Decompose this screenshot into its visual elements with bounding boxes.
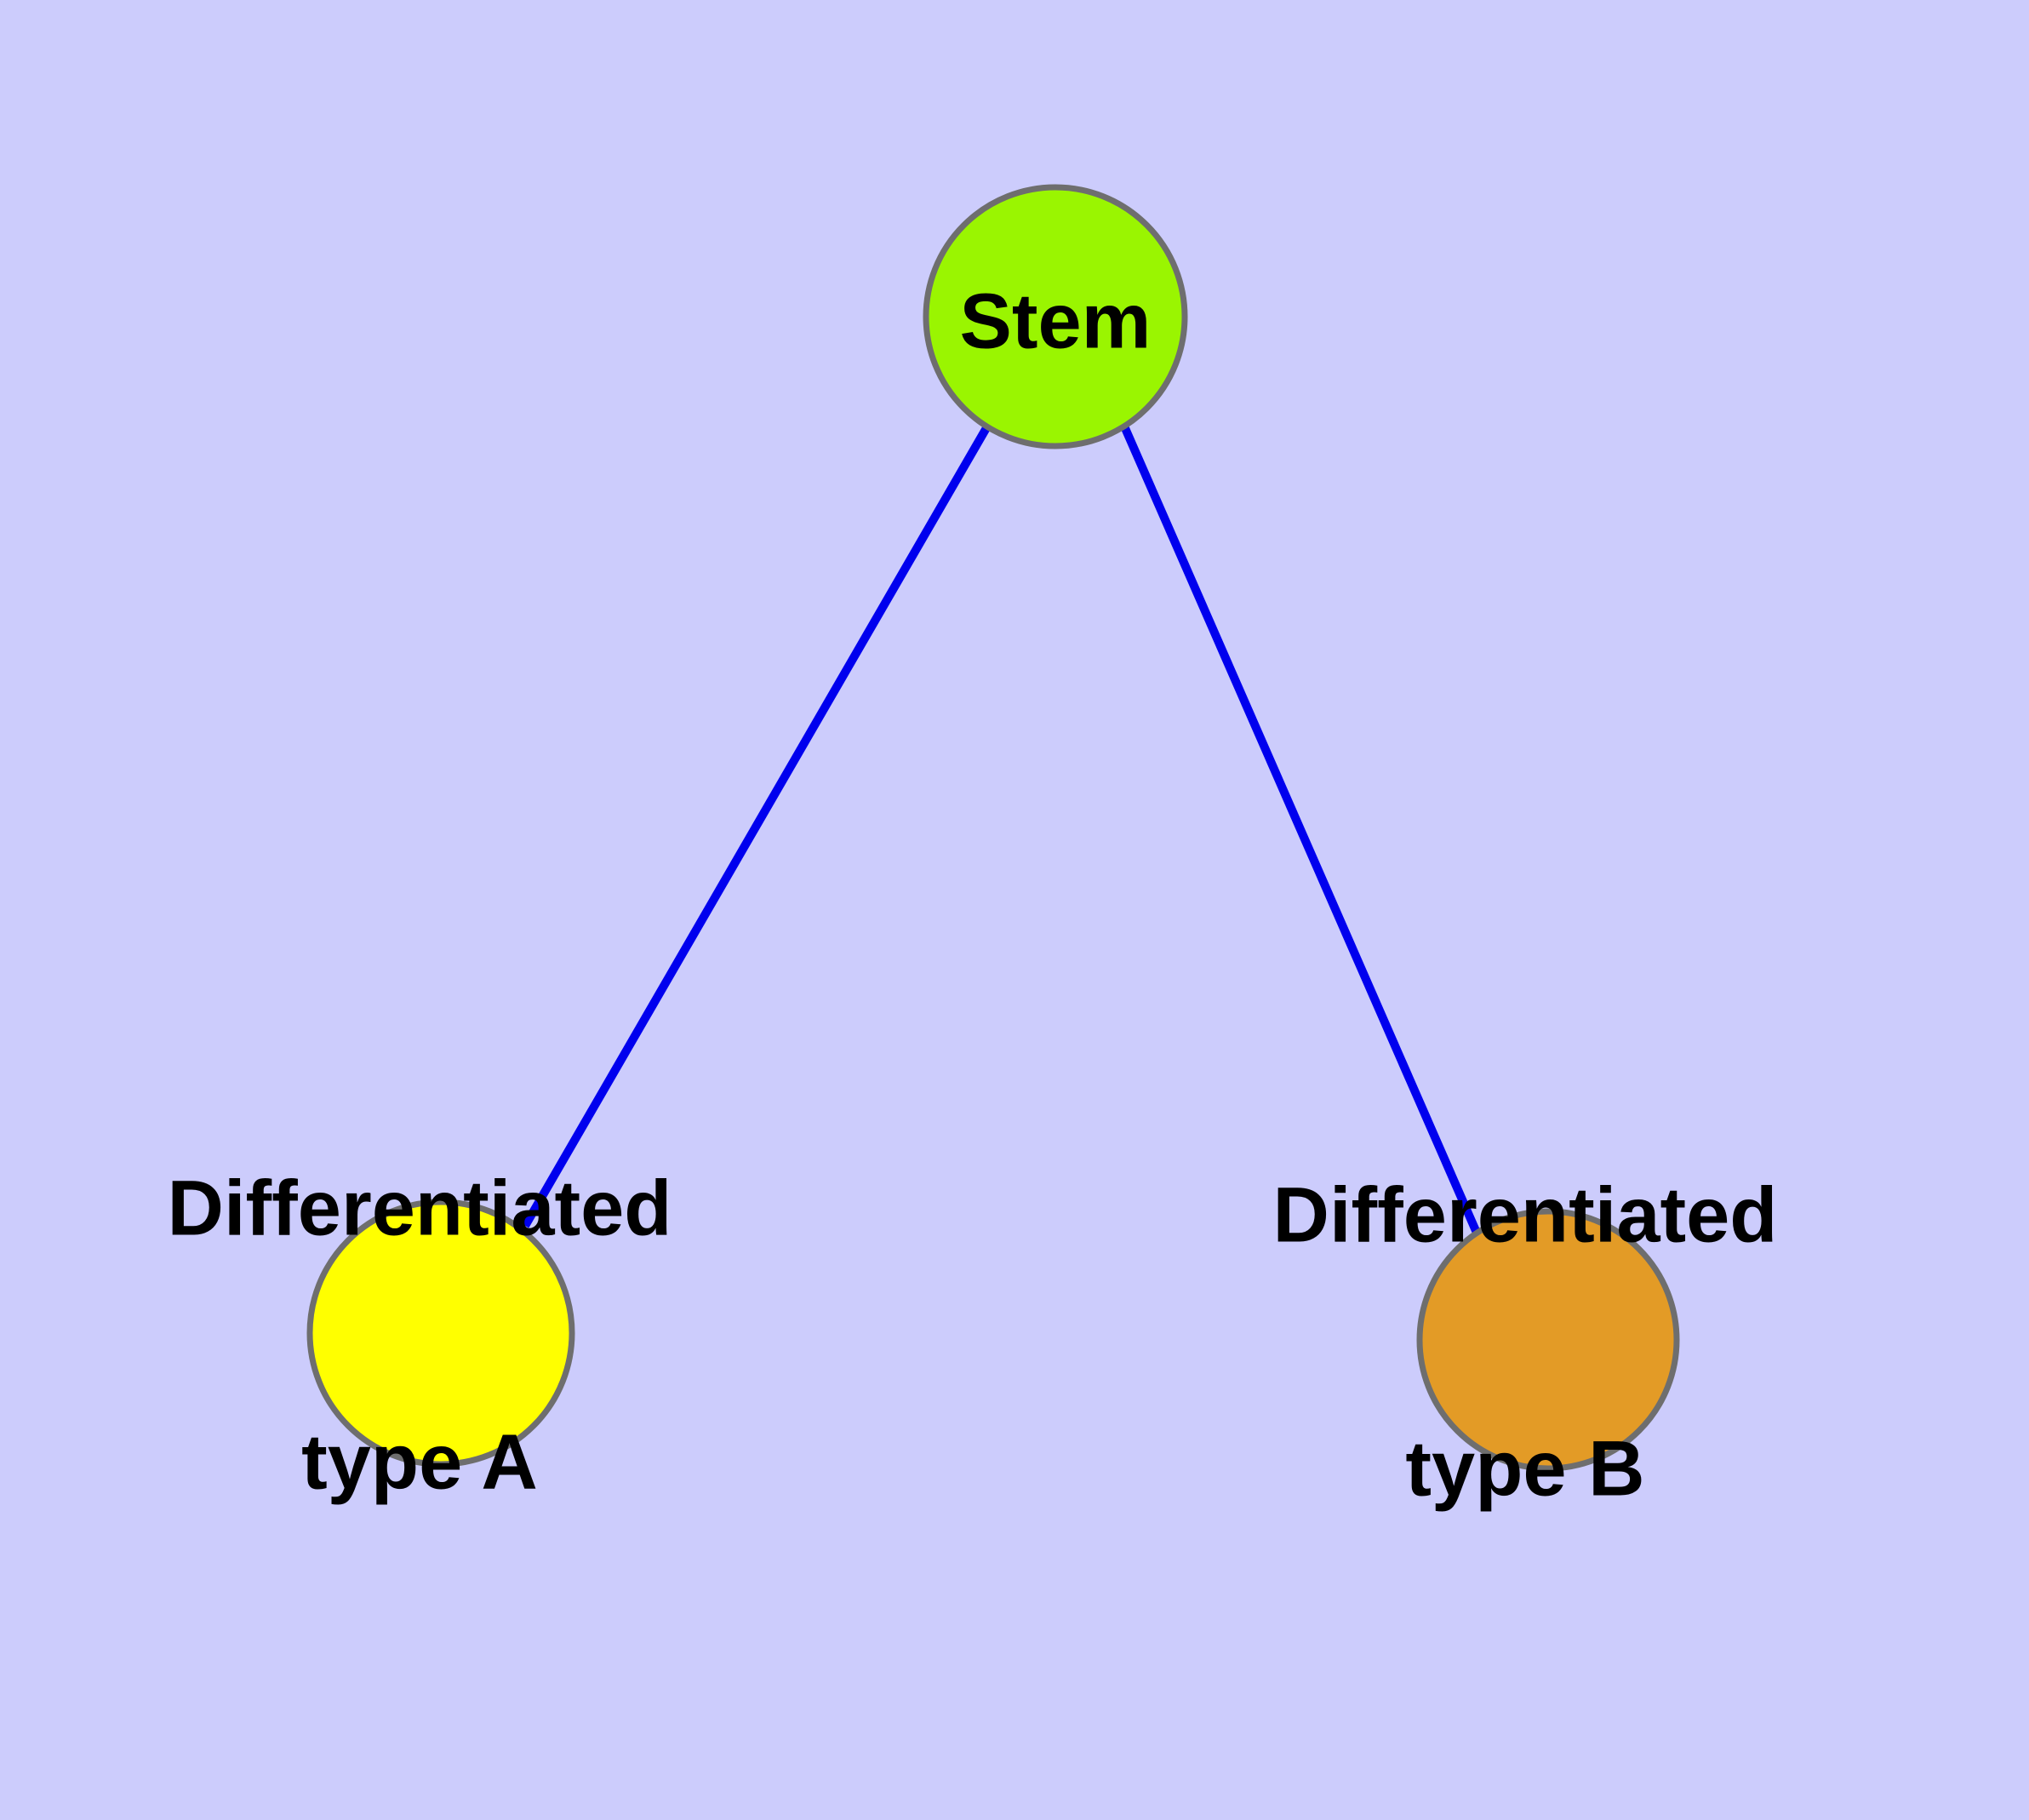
edge-stem-to-diff-b — [1121, 426, 1481, 1235]
node-layer — [306, 184, 1680, 1472]
edge-layer — [521, 424, 1481, 1235]
node-diff-a[interactable] — [306, 1199, 575, 1468]
node-diff-b[interactable] — [1416, 1208, 1680, 1472]
edge-stem-to-diff-a — [521, 424, 992, 1228]
node-stem[interactable] — [923, 184, 1188, 449]
